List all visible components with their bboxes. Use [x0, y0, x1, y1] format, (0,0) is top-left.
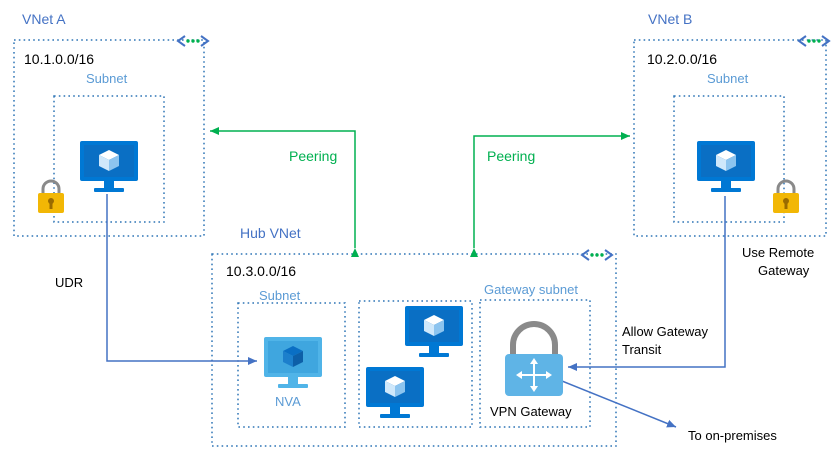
peering-label-left: Peering — [289, 148, 338, 164]
vnet-b-subnet-boundary — [673, 95, 785, 223]
vnet-b-vm-icon — [697, 141, 755, 192]
hub-subnet-label: Subnet — [259, 288, 301, 303]
gateway-subnet-label: Gateway subnet — [484, 282, 578, 297]
remote-gateway-label-line2: Gateway — [758, 263, 810, 278]
hub-vm-icon — [405, 306, 463, 357]
vnet-a-subnet-label: Subnet — [86, 71, 128, 86]
vnet-a-subnet-boundary — [53, 95, 165, 223]
on-premises-label: To on-premises — [688, 428, 777, 443]
on-premises-line — [561, 380, 677, 428]
peering-line-right — [470, 132, 630, 257]
vnet-b-title: VNet B — [648, 11, 693, 27]
udr-label: UDR — [55, 275, 84, 290]
hub-subnet-boundary — [237, 302, 346, 428]
peering-icon — [798, 35, 830, 47]
vnet-a-vm-icon — [80, 141, 138, 192]
vpn-gateway-label: VPN Gateway — [490, 404, 572, 419]
vpn-gateway-icon — [505, 321, 563, 396]
gateway-transit-label-line1: Allow Gateway — [622, 324, 708, 339]
peering-icon — [177, 35, 209, 47]
vnet-a-cidr: 10.1.0.0/16 — [24, 51, 95, 67]
hub-cidr: 10.3.0.0/16 — [226, 263, 297, 279]
peering-line-left — [210, 127, 359, 257]
nva-label: NVA — [275, 394, 301, 409]
gateway-subnet-boundary — [479, 299, 591, 428]
lock-icon — [36, 179, 66, 215]
vnet-b-cidr: 10.2.0.0/16 — [647, 51, 718, 67]
nva-vm-icon — [264, 337, 322, 388]
peering-icon — [581, 249, 613, 261]
hub-vnet-title: Hub VNet — [240, 225, 301, 241]
gateway-transit-label-line2: Transit — [622, 342, 662, 357]
vnet-a-title: VNet A — [22, 11, 66, 27]
vnet-a-boundary — [13, 39, 205, 237]
remote-gateway-line — [568, 196, 726, 371]
vnet-b-subnet-label: Subnet — [707, 71, 749, 86]
lock-icon — [771, 179, 801, 215]
peering-label-right: Peering — [487, 148, 536, 164]
vnet-b-boundary — [633, 39, 827, 237]
remote-gateway-label-line1: Use Remote — [742, 245, 815, 260]
hub-vm-icon — [366, 367, 424, 418]
hub-vnet-boundary — [211, 253, 617, 447]
udr-route-line — [106, 194, 257, 365]
